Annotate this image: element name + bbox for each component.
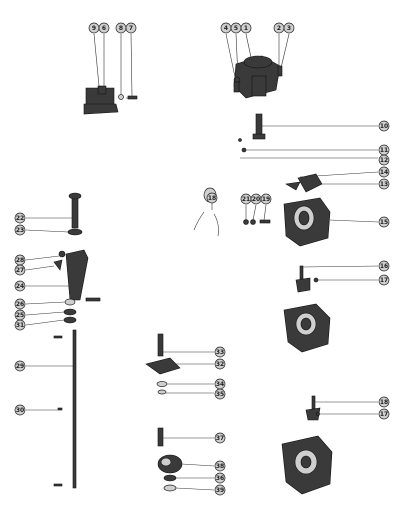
- svg-text:34: 34: [216, 381, 224, 388]
- callout-30: 30: [14, 404, 26, 416]
- throttle-lever-parts: [145, 333, 181, 395]
- svg-text:4: 4: [224, 25, 228, 32]
- callout-17-lower: 17: [378, 408, 390, 420]
- svg-text:29: 29: [16, 363, 24, 370]
- svg-text:8: 8: [119, 25, 123, 32]
- callout-34: 34: [214, 378, 226, 390]
- svg-text:39: 39: [216, 487, 224, 494]
- callout-26: 26: [14, 298, 26, 310]
- svg-text:26: 26: [16, 301, 24, 308]
- svg-text:18: 18: [380, 399, 388, 406]
- bracket-assembly: [83, 85, 138, 115]
- needle-valve-parts-upper: [295, 265, 319, 293]
- svg-text:30: 30: [16, 407, 24, 414]
- carburetor-body-upper: [283, 197, 331, 247]
- callout-37: 37: [214, 432, 226, 444]
- callout-9: 9: [88, 22, 100, 34]
- gear-assembly: [157, 427, 183, 492]
- needle-valve-parts-lower: [305, 395, 321, 421]
- callout-28: 28: [14, 254, 26, 266]
- svg-text:6: 6: [102, 25, 106, 32]
- callout-11: 11: [378, 144, 390, 156]
- callout-18-upper: 18: [206, 192, 218, 204]
- callout-24: 24: [14, 280, 26, 292]
- small-loose-parts: [53, 335, 63, 487]
- svg-text:5: 5: [234, 25, 238, 32]
- adjustment-screw-parts: [238, 113, 323, 193]
- callout-32: 32: [214, 358, 226, 370]
- solenoid-assembly: [233, 55, 283, 99]
- svg-text:23: 23: [16, 227, 24, 234]
- callout-35: 35: [214, 388, 226, 400]
- callout-38: 38: [214, 460, 226, 472]
- callout-33: 33: [214, 346, 226, 358]
- svg-text:3: 3: [287, 25, 291, 32]
- callout-27: 27: [14, 264, 26, 276]
- callout-19: 19: [260, 193, 272, 205]
- carburetor-body-lower: [281, 435, 333, 495]
- svg-text:16: 16: [380, 263, 388, 270]
- svg-text:22: 22: [16, 215, 24, 222]
- svg-text:21: 21: [242, 196, 250, 203]
- callout-2: 2: [273, 22, 285, 34]
- svg-text:12: 12: [380, 157, 388, 164]
- svg-text:1: 1: [244, 25, 248, 32]
- callout-22: 22: [14, 212, 26, 224]
- callout-5: 5: [230, 22, 242, 34]
- callout-21: 21: [240, 193, 252, 205]
- svg-text:15: 15: [380, 219, 388, 226]
- callout-7: 7: [125, 22, 137, 34]
- svg-text:31: 31: [16, 322, 24, 329]
- svg-text:10: 10: [380, 123, 388, 130]
- svg-text:20: 20: [252, 196, 260, 203]
- callout-3: 3: [283, 22, 295, 34]
- svg-text:17: 17: [380, 411, 388, 418]
- svg-text:37: 37: [216, 435, 224, 442]
- svg-text:9: 9: [92, 25, 96, 32]
- callout-18-lower: 18: [378, 396, 390, 408]
- svg-text:32: 32: [216, 361, 224, 368]
- callout-4: 4: [220, 22, 232, 34]
- callout-14: 14: [378, 166, 390, 178]
- callout-23: 23: [14, 224, 26, 236]
- callout-12: 12: [378, 154, 390, 166]
- callout-16: 16: [378, 260, 390, 272]
- linkage-rod-parts: [53, 192, 101, 489]
- callout-15: 15: [378, 216, 390, 228]
- callout-8: 8: [115, 22, 127, 34]
- callout-17-upper: 17: [378, 274, 390, 286]
- callout-29: 29: [14, 360, 26, 372]
- callout-1: 1: [240, 22, 252, 34]
- callout-25: 25: [14, 309, 26, 321]
- callout-10: 10: [378, 120, 390, 132]
- svg-text:36: 36: [216, 475, 224, 482]
- svg-text:13: 13: [380, 181, 388, 188]
- svg-text:28: 28: [16, 257, 24, 264]
- svg-text:2: 2: [277, 25, 281, 32]
- callout-6: 6: [98, 22, 110, 34]
- svg-text:19: 19: [262, 196, 270, 203]
- callout-31: 31: [14, 319, 26, 331]
- leader-lines: [25, 33, 379, 491]
- svg-text:24: 24: [16, 283, 24, 290]
- svg-text:18: 18: [208, 195, 216, 202]
- svg-text:27: 27: [16, 267, 24, 274]
- svg-text:35: 35: [216, 391, 224, 398]
- svg-text:38: 38: [216, 463, 224, 470]
- svg-text:14: 14: [380, 169, 388, 176]
- callout-13: 13: [378, 178, 390, 190]
- carburetor-body-middle: [283, 303, 331, 353]
- callout-39: 39: [214, 484, 226, 496]
- svg-text:33: 33: [216, 349, 224, 356]
- callout-36: 36: [214, 472, 226, 484]
- svg-text:11: 11: [380, 147, 388, 154]
- callout-20-upper: 20: [250, 193, 262, 205]
- svg-text:7: 7: [129, 25, 133, 32]
- callout-labels: 9 6 8 7 4 5 1 2 3 10 11 12 14 13 15 16 1…: [14, 22, 390, 496]
- svg-text:25: 25: [16, 312, 24, 319]
- svg-text:17: 17: [380, 277, 388, 284]
